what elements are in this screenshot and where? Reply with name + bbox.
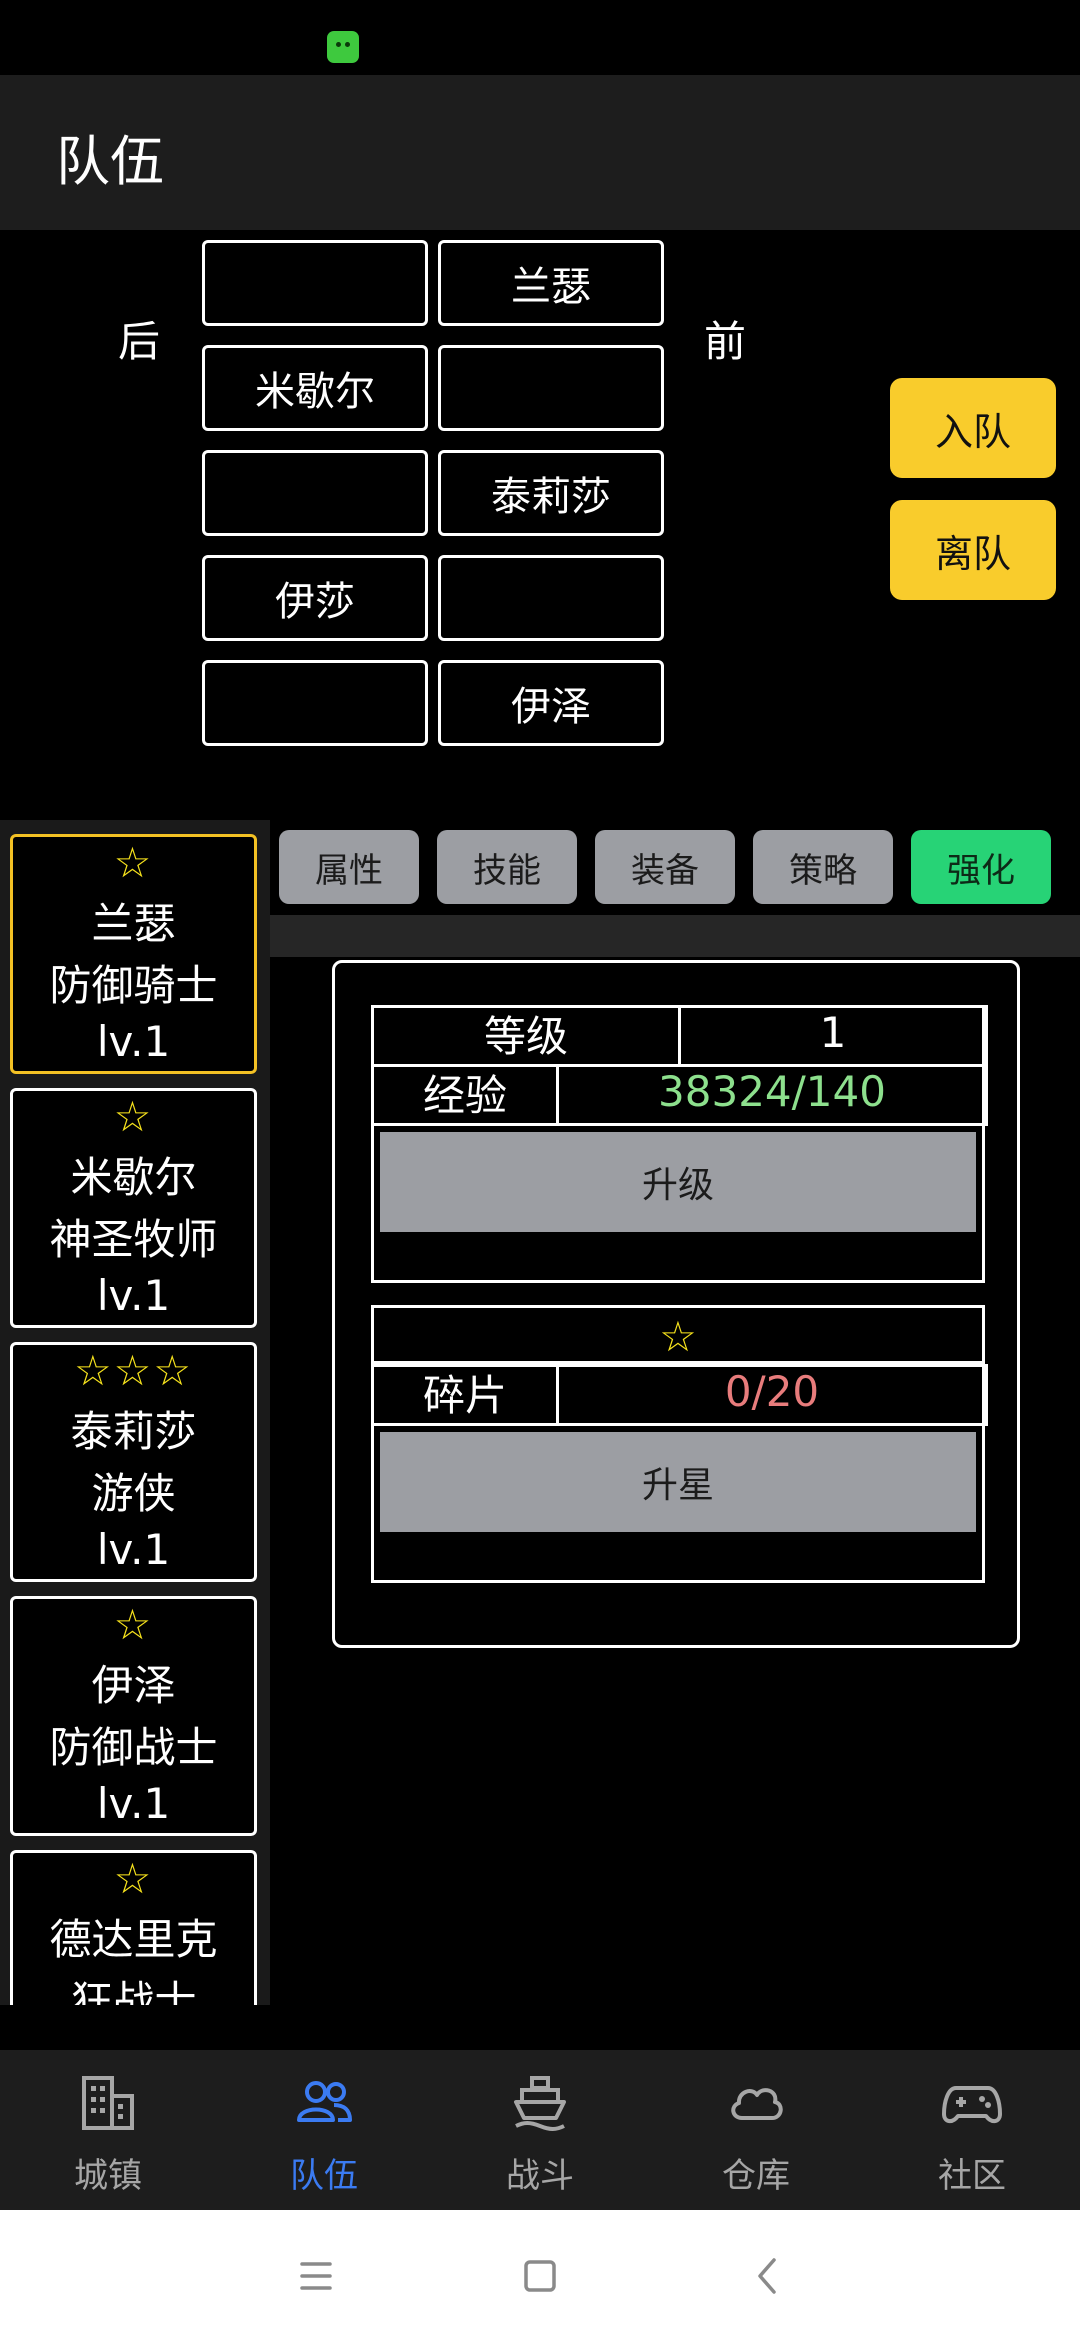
star-rating: ☆ [113,1854,154,1903]
back-icon[interactable] [740,2248,796,2304]
nav-label: 仓库 [722,2156,790,2196]
character-list: ☆ 兰瑟 防御骑士 lv.1 ☆ 米歇尔 神圣牧师 lv.1 ☆☆☆ 泰莉莎 游… [0,820,270,2005]
join-team-button[interactable]: 入队 [890,378,1056,478]
menu-icon[interactable] [288,2248,344,2304]
gamepad-icon [942,2086,1002,2123]
tab-attributes[interactable]: 属性 [279,830,419,904]
formation-slot-back-2[interactable]: 米歇尔 [202,345,428,431]
back-row-label: 后 [118,317,161,366]
people-icon [297,2081,352,2122]
formation-slot-back-4[interactable]: 伊莎 [202,555,428,641]
cloud-icon [731,2088,783,2120]
home-icon[interactable] [512,2248,568,2304]
level-value: 1 [678,1005,988,1067]
character-class: 神圣牧师 [49,1215,218,1264]
formation-slot-front-1[interactable]: 兰瑟 [438,240,664,326]
star-up-button[interactable]: 升星 [380,1432,976,1532]
nav-label: 城镇 [74,2156,142,2196]
character-level: lv.1 [96,1271,171,1320]
star-rating: ☆ [113,838,154,887]
page-title: 队伍 [56,130,164,193]
app-bar: 队伍 [0,75,1080,230]
app-notification-icon [327,31,359,63]
level-label: 等级 [371,1005,681,1067]
formation-slot-back-1[interactable] [202,240,428,326]
character-card-dedarik[interactable]: ☆ 德达里克 狂战士 [10,1850,257,2005]
tab-skills[interactable]: 技能 [437,830,577,904]
nav-team[interactable]: 队伍 [216,2050,432,2210]
exp-label: 经验 [371,1064,559,1126]
ship-icon [514,2076,566,2131]
level-up-button[interactable]: 升级 [380,1132,976,1232]
formation-slot-front-4[interactable] [438,555,664,641]
level-box: 等级 1 经验 38324/140 升级 [371,1005,988,1283]
formation-slot-front-2[interactable] [438,345,664,431]
character-class: 狂战士 [70,1977,197,2005]
character-card-lancer[interactable]: ☆ 兰瑟 防御骑士 lv.1 [10,834,257,1074]
character-level: lv.1 [96,1525,171,1574]
tab-divider [270,915,1080,957]
formation-slot-front-5[interactable]: 伊泽 [438,660,664,746]
star-rating: ☆ [113,1600,154,1649]
leave-team-button[interactable]: 离队 [890,500,1056,600]
nav-label: 战斗 [506,2156,574,2196]
tab-enhance[interactable]: 强化 [911,830,1051,904]
character-card-ize[interactable]: ☆ 伊泽 防御战士 lv.1 [10,1596,257,1836]
tab-strategy[interactable]: 策略 [753,830,893,904]
front-row-label: 前 [704,317,747,366]
system-navigation-bar [0,2210,1080,2340]
star-rating: ☆☆☆ [74,1346,193,1395]
formation-slot-back-5[interactable] [202,660,428,746]
character-detail-panel: 属性 技能 装备 策略 强化 等级 1 经验 38324/140 升级 ☆ 碎片… [270,820,1080,2025]
character-card-teresa[interactable]: ☆☆☆ 泰莉莎 游侠 lv.1 [10,1342,257,1582]
star-rating: ☆ [113,1092,154,1141]
nav-battle[interactable]: 战斗 [432,2050,648,2210]
character-name: 德达里克 [49,1915,218,1964]
star-icon: ☆ [659,1311,697,1361]
formation-slot-back-3[interactable] [202,450,428,536]
character-name: 兰瑟 [91,899,176,948]
character-name: 泰莉莎 [70,1407,197,1456]
nav-label: 队伍 [290,2156,358,2196]
nav-label: 社区 [938,2156,1006,2196]
fragment-label: 碎片 [371,1364,559,1426]
nav-community[interactable]: 社区 [864,2050,1080,2210]
character-class: 防御骑士 [49,961,218,1010]
exp-value: 38324/140 [556,1064,988,1126]
character-class: 防御战士 [49,1723,218,1772]
nav-warehouse[interactable]: 仓库 [648,2050,864,2210]
character-class: 游侠 [91,1469,176,1518]
nav-town[interactable]: 城镇 [0,2050,216,2210]
fragment-value: 0/20 [556,1364,988,1426]
character-name: 伊泽 [91,1661,176,1710]
formation-slot-front-3[interactable]: 泰莉莎 [438,450,664,536]
divider [371,1361,985,1364]
character-level: lv.1 [96,1017,171,1066]
status-bar [0,0,1080,75]
character-name: 米歇尔 [70,1153,197,1202]
enhance-panel: 等级 1 经验 38324/140 升级 ☆ 碎片 0/20 升星 [332,960,1020,1648]
character-level: lv.1 [96,1779,171,1828]
tab-equipment[interactable]: 装备 [595,830,735,904]
building-icon [82,2076,134,2130]
star-box: ☆ 碎片 0/20 升星 [371,1305,988,1583]
formation-grid: 后 前 兰瑟 米歇尔 泰莉莎 伊莎 伊泽 入队 离队 [0,230,1080,820]
character-card-michelle[interactable]: ☆ 米歇尔 神圣牧师 lv.1 [10,1088,257,1328]
bottom-navigation: 城镇 队伍 战斗 仓库 社区 [0,2050,1080,2210]
